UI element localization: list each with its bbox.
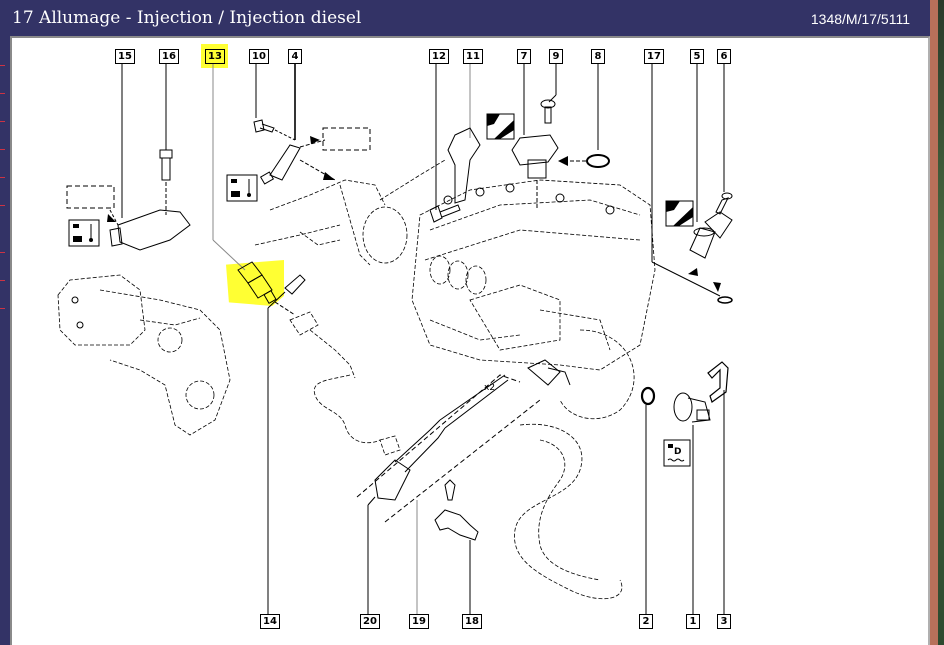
assembly-arrows <box>107 136 721 292</box>
o-ring-2 <box>640 386 656 406</box>
coolant-hose <box>514 423 623 600</box>
arrow-head-8 <box>558 156 568 166</box>
callout-4[interactable]: 4 <box>288 49 302 64</box>
ruler-tick <box>0 280 5 281</box>
callout-19[interactable]: 19 <box>409 614 429 629</box>
o-ring-8 <box>586 154 610 168</box>
connector-electrical-symbol-icon <box>226 174 258 202</box>
injector-lead-20 <box>374 374 509 501</box>
wiring-harness <box>289 311 401 456</box>
bracket-11 <box>447 127 481 204</box>
dashed-outline-20 <box>356 374 541 523</box>
intake-pipe <box>254 159 446 266</box>
callout-18[interactable]: 18 <box>462 614 482 629</box>
pressure-sensor-15 <box>109 209 191 251</box>
callout-15[interactable]: 15 <box>115 49 135 64</box>
callout-7[interactable]: 7 <box>517 49 531 64</box>
crankshaft-sensor-5 <box>689 211 733 259</box>
callout-13[interactable]: 13 <box>205 49 225 64</box>
highlight-part-13 <box>226 260 284 306</box>
coolant-temperature-symbol-icon: D <box>663 439 691 467</box>
callout-6[interactable]: 6 <box>717 49 731 64</box>
engine-block <box>411 179 656 419</box>
window-right-border <box>930 0 938 645</box>
callout-14[interactable]: 14 <box>260 614 280 629</box>
ruler-tick <box>0 252 5 253</box>
pipe-clip-icon <box>284 274 306 295</box>
camshaft-sensor-7 <box>511 134 559 210</box>
callout-20[interactable]: 20 <box>360 614 380 629</box>
ruler-tick <box>0 121 5 122</box>
callout-17[interactable]: 17 <box>644 49 664 64</box>
ruler-tick <box>0 308 5 309</box>
background-window-edge <box>938 0 944 645</box>
leader-line-13b <box>212 239 246 271</box>
ruler-tick <box>0 205 5 206</box>
bolt-10 <box>253 119 296 141</box>
callout-5[interactable]: 5 <box>690 49 704 64</box>
bolt-12 <box>429 204 461 223</box>
engine-details <box>443 183 615 386</box>
bolt-6 <box>715 192 733 215</box>
left-ruler <box>0 36 10 645</box>
bolt-9 <box>540 99 556 124</box>
callout-9[interactable]: 9 <box>549 49 563 64</box>
ruler-tick <box>0 93 5 94</box>
callout-16[interactable]: 16 <box>159 49 179 64</box>
callout-11[interactable]: 11 <box>463 49 483 64</box>
callout-3[interactable]: 3 <box>717 614 731 629</box>
coolant-temperature-sensor-13 <box>237 261 296 316</box>
temperature-sensor-1 <box>673 392 711 423</box>
callout-2[interactable]: 2 <box>639 614 653 629</box>
callout-10[interactable]: 10 <box>249 49 269 64</box>
placeholder-box-16 <box>66 185 115 209</box>
clip-3 <box>707 361 729 403</box>
callout-12[interactable]: 12 <box>429 49 449 64</box>
connector-electrical-symbol-icon <box>68 219 100 247</box>
callout-1[interactable]: 1 <box>686 614 700 629</box>
svg-text:D: D <box>674 447 681 457</box>
title-bar: 17 Allumage - Injection / Injection dies… <box>0 0 930 36</box>
callout-8[interactable]: 8 <box>591 49 605 64</box>
quantity-note: x2 <box>484 383 496 393</box>
ruler-tick <box>0 149 5 150</box>
ruler-tick <box>0 65 5 66</box>
bolt-16 <box>159 149 173 215</box>
placeholder-box-4 <box>322 127 371 151</box>
bracket-18 <box>434 479 479 541</box>
sealant-application-symbol-icon <box>486 113 515 140</box>
ruler-tick <box>0 177 5 178</box>
document-reference: 1348/M/17/5111 <box>810 11 910 27</box>
o-ring-17 <box>717 296 733 304</box>
egr-valve-assembly <box>57 274 231 436</box>
sealant-application-symbol-icon <box>665 200 694 227</box>
window-title: 17 Allumage - Injection / Injection dies… <box>12 8 362 28</box>
